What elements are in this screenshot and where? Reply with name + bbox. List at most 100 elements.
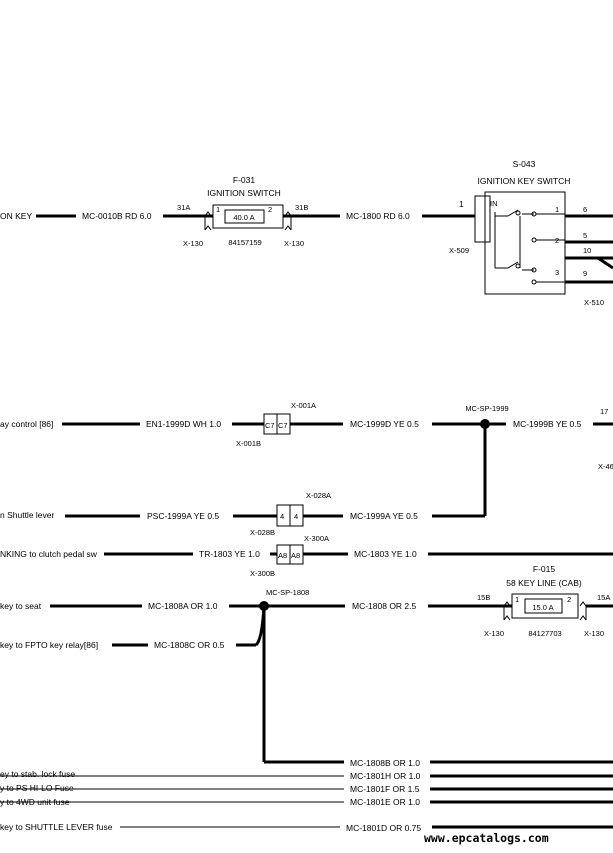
wire-label-1803: MC-1803 YE 1.0	[354, 549, 417, 559]
switch-outer-pin: 9	[583, 269, 587, 278]
bus-row: y to 4WD unit fuse MC-1801E OR 1.0	[0, 797, 613, 807]
bus-left-label: key to SHUTTLE LEVER fuse	[0, 822, 113, 832]
fuse-conn-left: X-130	[484, 629, 504, 638]
circuit-1808: key to seat MC-1808A OR 1.0 MC-SP-1808 M…	[0, 564, 613, 833]
connector-pin: A8	[278, 551, 287, 560]
fuse-term-right: 31B	[295, 203, 308, 212]
connector-top-label: X-001A	[291, 401, 316, 410]
fuse-pin-right: 2	[268, 205, 272, 214]
fuse-f031: F-031 IGNITION SWITCH 31A 31B 40.0 A 1 2…	[177, 175, 308, 248]
fuse-title: 58 KEY LINE (CAB)	[506, 578, 582, 588]
connector-bottom-label: X-300B	[250, 569, 275, 578]
connector-top-label: X-028A	[306, 491, 331, 500]
wire-label-1999b: MC-1999B YE 0.5	[513, 419, 582, 429]
wire-label-1800: MC-1800 RD 6.0	[346, 211, 410, 221]
bus-left-label: y to PS HI-LO Fuse	[0, 783, 74, 793]
connector-pin: A8	[291, 551, 300, 560]
switch-contact	[515, 263, 521, 269]
switch-internal	[494, 209, 534, 271]
switch-in-label: IN	[490, 199, 498, 208]
wire-label-en1: EN1-1999D WH 1.0	[146, 419, 221, 429]
seat-label: key to seat	[0, 601, 42, 611]
wire-label-1808: MC-1808 OR 2.5	[352, 601, 417, 611]
ignition-key-label: ON KEY	[0, 211, 32, 221]
fuse-term-left: 15B	[477, 593, 490, 602]
switch-name: S-043	[513, 159, 536, 169]
connector-mark	[579, 601, 587, 621]
connector-pin: 4	[294, 512, 298, 521]
fuse-conn-left: X-130	[183, 239, 203, 248]
wire-label-1808a: MC-1808A OR 1.0	[148, 601, 218, 611]
bus-wire-label: MC-1801E OR 1.0	[350, 797, 420, 807]
bus-row: y to PS HI-LO Fuse MC-1801F OR 1.5	[0, 783, 613, 794]
fuse-name: F-031	[233, 175, 255, 185]
fuse-element	[224, 209, 265, 224]
fuse-pin-right: 2	[567, 595, 571, 604]
right-pin: 17	[600, 407, 608, 416]
connector-bottom-label: X-001B	[236, 439, 261, 448]
switch-internal	[536, 213, 566, 283]
fuse-housing	[511, 593, 579, 619]
clutch-label: NKING to clutch pedal sw	[0, 549, 98, 559]
wire-segment	[597, 256, 613, 270]
switch-outer-pin: 10	[583, 246, 591, 255]
switch-outer-pin: 6	[583, 205, 587, 214]
switch-title: IGNITION KEY SWITCH	[478, 176, 571, 186]
bus-row: key to SHUTTLE LEVER fuse MC-1801D OR 0.…	[0, 822, 613, 833]
bus-left-label: ey to stab. lock fuse	[0, 769, 75, 779]
relay-control-label: ay control [86]	[0, 419, 53, 429]
fuse-title: IGNITION SWITCH	[207, 188, 281, 198]
switch-contact	[531, 267, 537, 273]
wire-label-tr1803: TR-1803 YE 1.0	[199, 549, 260, 559]
fuse-part-number: 84157159	[228, 238, 261, 247]
ignition-circuit: ON KEY MC-0010B RD 6.0 F-031 IGNITION SW…	[0, 159, 613, 307]
fuse-term-right: 15A	[597, 593, 610, 602]
fpto-label: key to FPTO key relay[86]	[0, 640, 98, 650]
wire-label-psc: PSC-1999A YE 0.5	[147, 511, 219, 521]
fuse-pin-left: 1	[515, 595, 519, 604]
shuttle-label: n Shuttle lever	[0, 510, 55, 520]
switch-pin-in: 1	[459, 199, 464, 209]
splice-1999-label: MC-SP-1999	[465, 404, 508, 413]
fuse-element	[524, 598, 563, 614]
fuse-term-left: 31A	[177, 203, 190, 212]
bus-wire-label: MC-1801F OR 1.5	[350, 784, 420, 794]
switch-inner-pin: 3	[555, 268, 559, 277]
bus-row: ey to stab. lock fuse MC-1801H OR 1.0	[0, 769, 613, 781]
connector-pin: C7	[265, 421, 275, 430]
switch-contact	[515, 210, 521, 216]
switch-conn-in: X-509	[449, 246, 469, 255]
wire-label-1999d: MC-1999D YE 0.5	[350, 419, 419, 429]
connector-mark	[503, 601, 511, 621]
fuse-part-number: 84127703	[528, 629, 561, 638]
switch-s043: S-043 IGNITION KEY SWITCH 1 X-509 IN 1 2…	[449, 159, 613, 307]
fuse-pin-left: 1	[216, 205, 220, 214]
switch-inner-pin: 1	[555, 205, 559, 214]
fuse-rating: 40.0 A	[233, 213, 254, 222]
wire-label-0010b: MC-0010B RD 6.0	[82, 211, 152, 221]
wire-label-1808b: MC-1808B OR 1.0	[350, 758, 420, 768]
bus-wire-label: MC-1801H OR 1.0	[350, 771, 421, 781]
fuse-conn-right: X-130	[284, 239, 304, 248]
connector-pin: C7	[278, 421, 288, 430]
fuse-f015: F-015 58 KEY LINE (CAB) 15B 15A 15.0 A 1…	[477, 564, 613, 638]
switch-contact	[531, 279, 537, 285]
connector-pin: 4	[280, 512, 284, 521]
watermark: www.epcatalogs.com	[424, 831, 549, 845]
switch-contact	[531, 237, 537, 243]
bus-wire-label: MC-1801D OR 0.75	[346, 823, 421, 833]
switch-inner	[474, 195, 491, 243]
wire-label-1808c: MC-1808C OR 0.5	[154, 640, 225, 650]
fuse-name: F-015	[533, 564, 555, 574]
connector-bottom-label: X-028B	[250, 528, 275, 537]
fuse-rating: 15.0 A	[532, 603, 553, 612]
connector-right-bottom-label: X-300A	[304, 534, 329, 543]
right-conn: X-46	[598, 462, 613, 471]
circuit-1999: ay control [86] EN1-1999D WH 1.0 X-001A …	[0, 401, 613, 578]
fuse-conn-right: X-130	[584, 629, 604, 638]
switch-conn-out: X-510	[584, 298, 604, 307]
splice-1808-label: MC-SP-1808	[266, 588, 309, 597]
wire-label-1999a: MC-1999A YE 0.5	[350, 511, 418, 521]
switch-outer-pin: 5	[583, 231, 587, 240]
